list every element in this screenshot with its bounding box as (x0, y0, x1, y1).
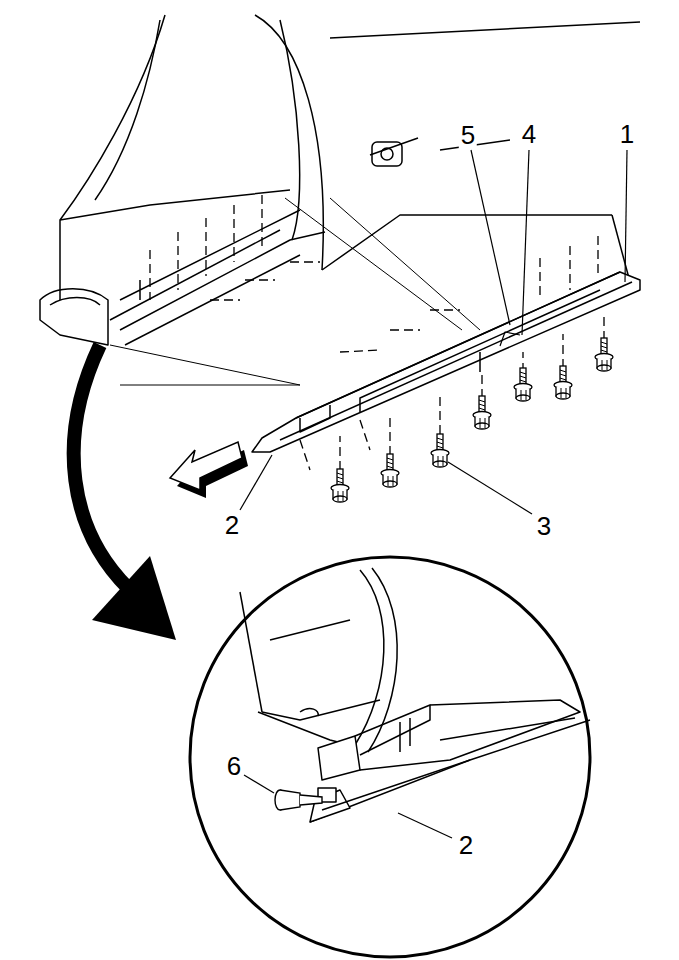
callout-number: 2 (457, 832, 475, 858)
callout-number: 3 (535, 513, 553, 539)
callout-number: 6 (225, 753, 243, 779)
callout-number: 4 (520, 121, 538, 147)
callout-number: 2 (223, 512, 241, 538)
callout-number: 5 (459, 122, 477, 148)
callout-number: 1 (618, 121, 636, 147)
